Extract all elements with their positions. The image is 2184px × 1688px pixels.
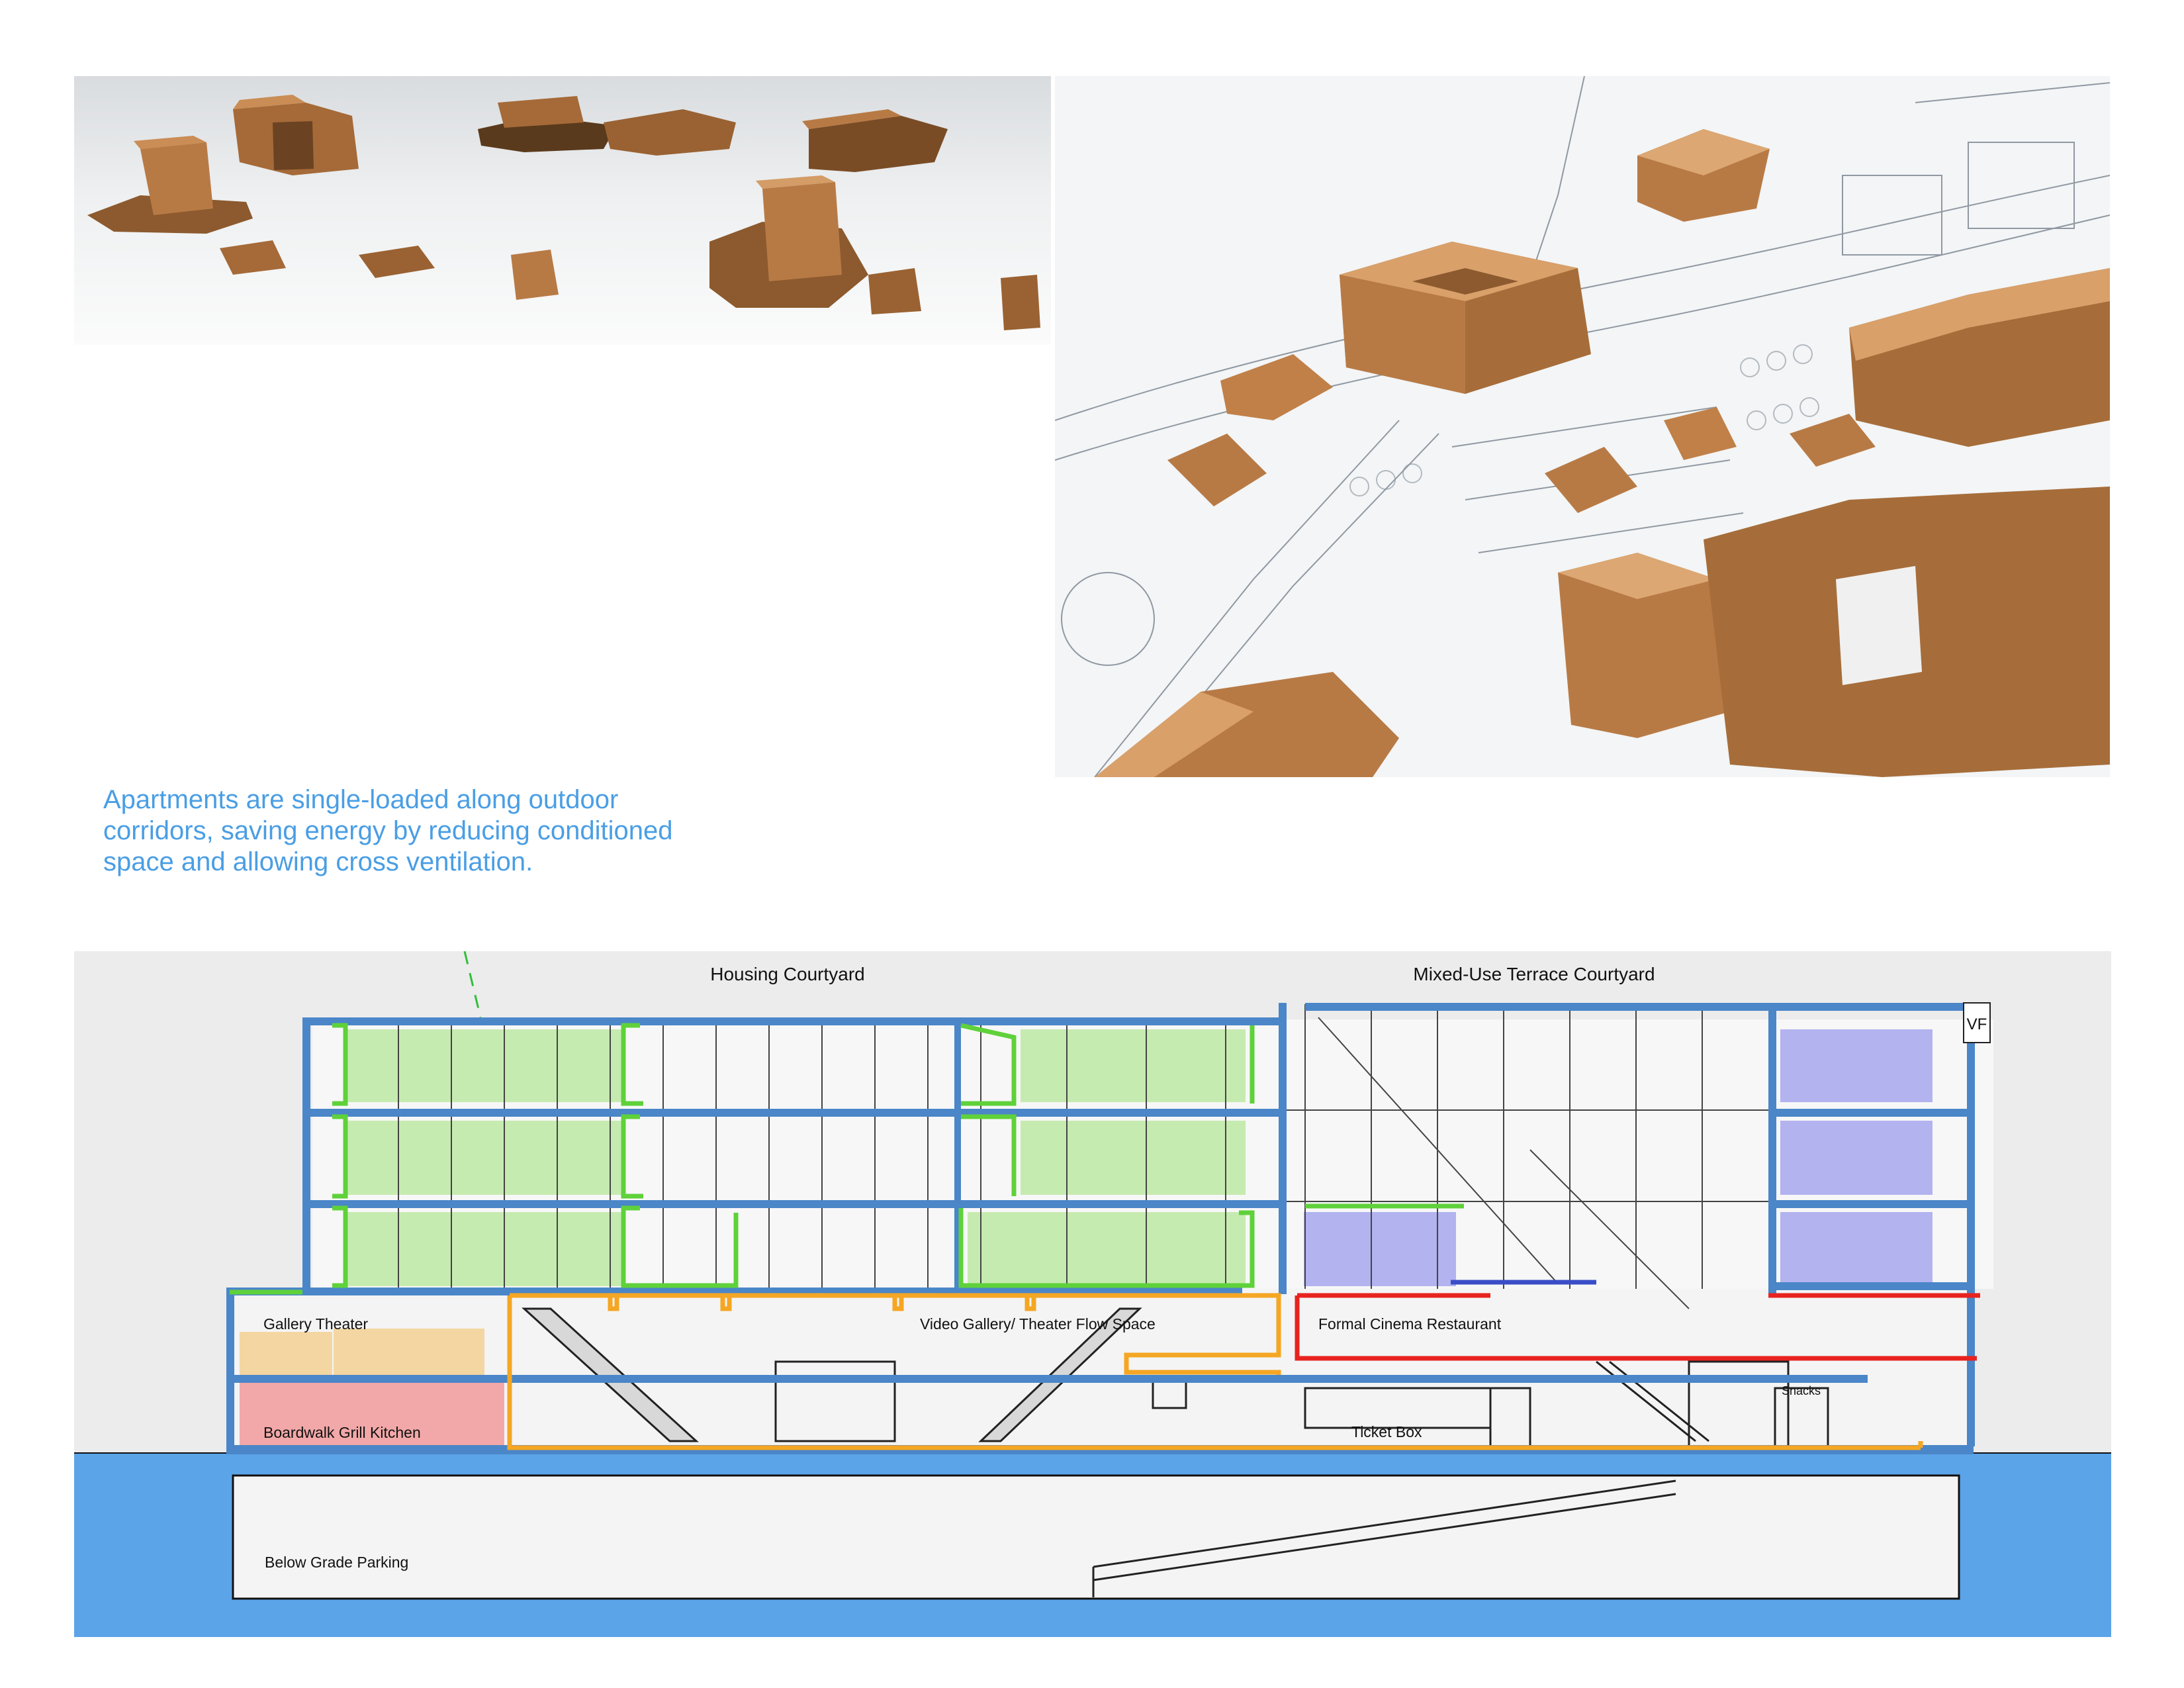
annotation-line-3: space and allowing cross ventilation. bbox=[103, 847, 533, 876]
site-plan-trees bbox=[1349, 344, 1819, 496]
residential-fills bbox=[345, 1029, 1246, 1286]
building-section-drawing: VF Housing Courtyard Mixed-Use Terrace C… bbox=[74, 951, 2111, 1637]
annotation-leader-line bbox=[463, 951, 482, 1018]
ground-floor-zone bbox=[233, 1289, 1967, 1453]
terrace-courtyard-heading: Mixed-Use Terrace Courtyard bbox=[1413, 964, 1655, 984]
grill-kitchen-label: Boardwalk Grill Kitchen bbox=[263, 1424, 421, 1441]
ticket-box-label: Ticket Box bbox=[1351, 1423, 1422, 1440]
cinema-restaurant-label: Formal Cinema Restaurant bbox=[1318, 1315, 1502, 1333]
circulation-outline bbox=[507, 1293, 1923, 1450]
annotation-line-1: Apartments are single-loaded along outdo… bbox=[103, 785, 619, 814]
model-block-cluster-left bbox=[87, 95, 359, 234]
parking-level bbox=[232, 1474, 1960, 1600]
massing-model-photo bbox=[74, 76, 1051, 345]
model-block-cluster-center bbox=[478, 96, 948, 172]
parking-ramp bbox=[1092, 1479, 1676, 1597]
annotation-line-2: corridors, saving energy by reducing con… bbox=[103, 816, 673, 845]
parking-label: Below Grade Parking bbox=[265, 1554, 408, 1571]
model-right-block bbox=[1849, 268, 2110, 447]
video-gallery-label: Video Gallery/ Theater Flow Space bbox=[920, 1315, 1156, 1333]
grill-kitchen-fill bbox=[240, 1383, 504, 1453]
model-small-blocks bbox=[220, 240, 1040, 330]
residential-outlines bbox=[230, 1023, 1464, 1295]
site-plan-model-photo bbox=[1055, 76, 2110, 777]
snacks-label: Snacks bbox=[1782, 1384, 1821, 1397]
office-fills bbox=[1304, 1029, 1933, 1286]
restaurant-outline bbox=[1295, 1293, 1980, 1361]
housing-courtyard-heading: Housing Courtyard bbox=[710, 964, 864, 984]
ventilation-annotation: Apartments are single-loaded along outdo… bbox=[103, 784, 739, 878]
model-courtyard-block bbox=[1340, 242, 1591, 394]
gallery-theater-label: Gallery Theater bbox=[263, 1315, 368, 1333]
model-top-block bbox=[1637, 129, 1770, 222]
model-left-blocks bbox=[1167, 354, 1876, 513]
signage-box bbox=[1963, 1002, 1991, 1043]
gallery-theater-fill bbox=[334, 1329, 484, 1380]
signage-text: VF bbox=[1967, 1015, 1987, 1033]
model-block-cluster-right bbox=[709, 175, 921, 314]
model-bottom-blocks bbox=[1095, 487, 2110, 777]
